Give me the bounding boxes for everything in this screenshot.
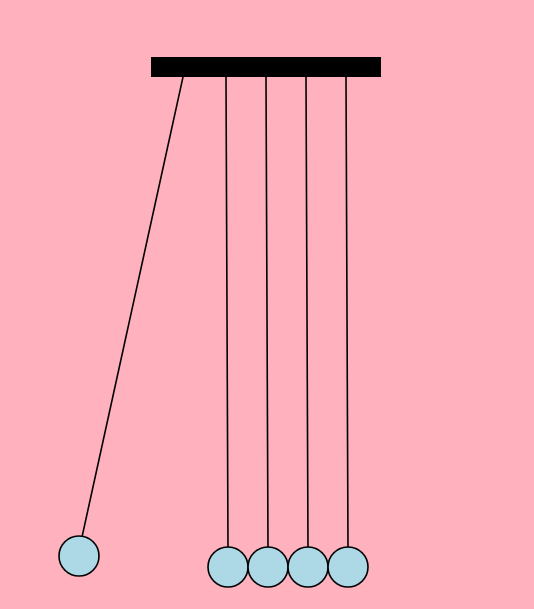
- ball-4: [287, 546, 329, 588]
- ball-5: [327, 546, 369, 588]
- ball-3: [247, 546, 289, 588]
- string-1: [81, 76, 184, 538]
- string-4: [305, 76, 309, 549]
- string-5: [345, 76, 349, 549]
- string-2: [225, 76, 229, 549]
- support-bar: [151, 57, 381, 77]
- ball-2: [207, 546, 249, 588]
- string-3: [265, 76, 269, 549]
- ball-1-raised: [58, 535, 100, 577]
